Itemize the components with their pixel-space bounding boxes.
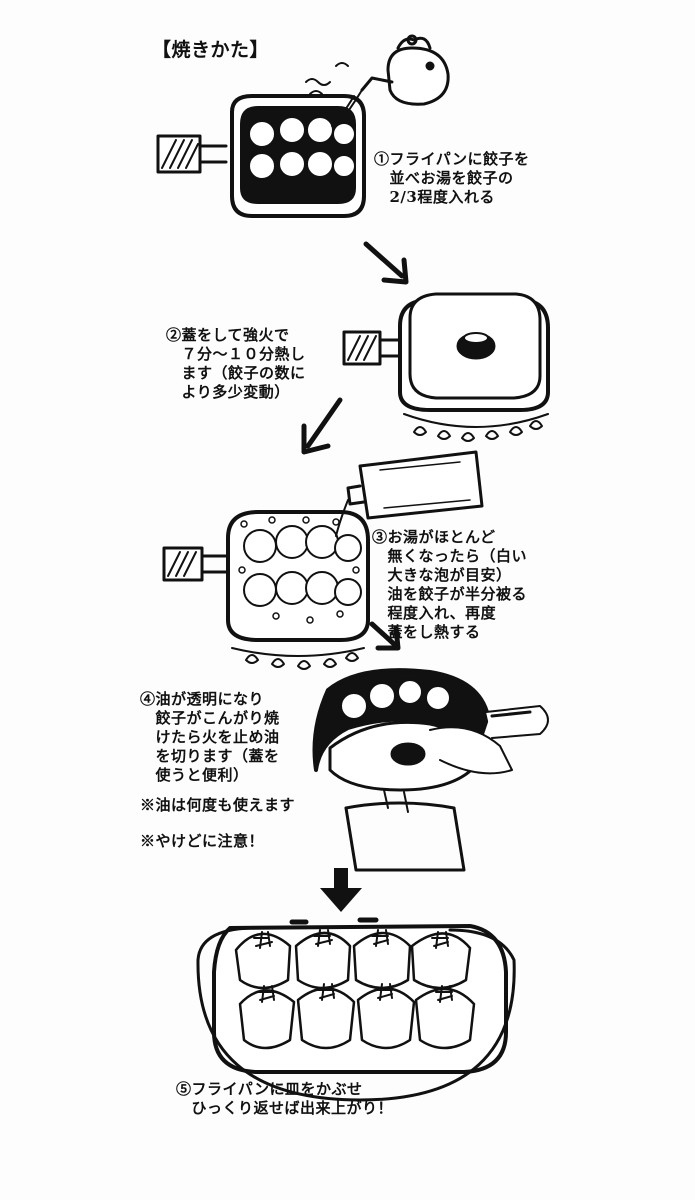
step-3-text: ③お湯がほとんど 無くなったら（白い 大きな泡が目安） 油を餃子が半分被る 程度…: [372, 528, 528, 641]
step5-plate-illustration: [198, 920, 514, 1100]
step-1-text: ①フライパンに餃子を 並べお湯を餃子の 2/3程度入れる: [374, 150, 530, 206]
step4-drain-oil-illustration: [315, 670, 549, 870]
step3-oil-pan-illustration: [164, 452, 482, 669]
step1-pan-illustration: [158, 36, 448, 216]
handle-hatch: [162, 140, 198, 168]
arrow-down-right-icon: [366, 244, 406, 282]
bubbles-icon: [239, 517, 359, 623]
arrow-down-left-icon: [304, 400, 340, 452]
flame-icon: [414, 421, 542, 441]
step-4-text: ④油が透明になり 餃子がこんがり焼 けたら火を止め油 を切ります（蓋を 使うと便…: [140, 690, 280, 784]
arrow-down-icon: [320, 868, 362, 912]
oil-bottle-icon: [336, 452, 482, 536]
step-5-text: ⑤フライパンに皿をかぶせ ひっくり返せば出来上がり！: [176, 1080, 394, 1117]
kettle-icon: [332, 36, 448, 126]
gyoza-icon: [249, 117, 355, 179]
steam-icon: [306, 63, 348, 94]
arrow-down-right-icon: [372, 624, 398, 648]
page-title: 【焼きかた】: [152, 39, 270, 61]
note-oil-reuse: ※油は何度も使えます: [140, 796, 296, 814]
note-burn-caution: ※やけどに注意！: [140, 832, 265, 850]
step2-lidded-pan-illustration: [344, 294, 548, 441]
step-2-text: ②蓋をして強火で ７分～１０分熱し ます（餃子の数に より多少変動）: [166, 326, 306, 401]
hand-icon: [430, 727, 512, 773]
grill-marks: [254, 930, 452, 1002]
